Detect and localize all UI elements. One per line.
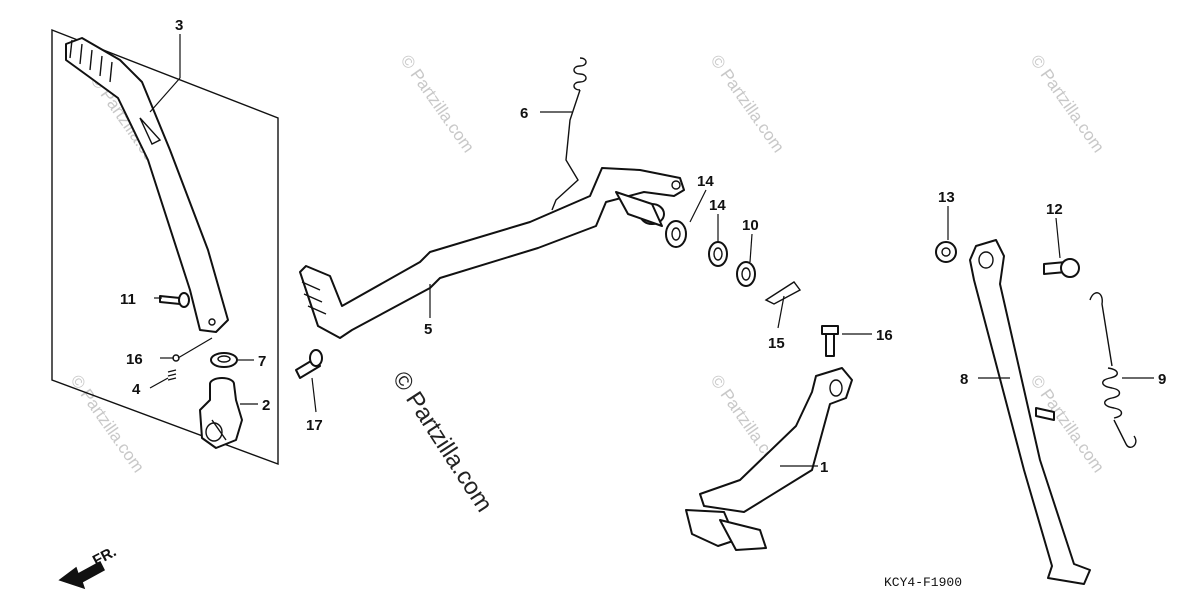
collar <box>210 352 238 368</box>
seal <box>736 261 756 287</box>
watermark: © Partzilla.com <box>397 51 478 156</box>
side-stand-spring <box>1089 292 1137 448</box>
watermark: © Partzilla.com <box>1027 51 1108 156</box>
kick-starter-boss <box>199 377 243 449</box>
front-direction-arrow-icon: FR. <box>58 543 119 590</box>
washer <box>665 220 687 248</box>
brake-return-spring <box>551 57 587 211</box>
callout-11: 11 <box>120 291 136 308</box>
callout-10: 10 <box>742 217 759 234</box>
callout-13: 13 <box>938 189 955 206</box>
diagram-code: KCY4-F1900 <box>884 575 962 590</box>
callout-18: 17 <box>306 417 323 434</box>
callout-16: 16 <box>876 327 893 344</box>
main-watermark: © Partzilla.com <box>387 367 498 517</box>
flange-bolt <box>821 325 839 357</box>
callout-9: 9 <box>1158 371 1166 388</box>
side-stand-pivot-bolt <box>1043 258 1080 278</box>
callout-14b: 14 <box>709 197 726 214</box>
kick-starter-group-box <box>51 28 279 466</box>
callout-17: 16 <box>126 351 143 368</box>
callout-15: 15 <box>768 335 785 352</box>
callout-7: 7 <box>258 353 266 370</box>
watermark: © Partzilla.com <box>707 51 788 156</box>
callout-2: 2 <box>262 397 270 414</box>
callout-6: 6 <box>520 105 528 122</box>
side-stand-nut <box>935 241 957 263</box>
callout-labels: 3 6 5 11 16 4 7 2 17 14 14 10 15 16 1 13… <box>120 17 1166 476</box>
callout-8: 8 <box>960 371 968 388</box>
callout-1: 1 <box>820 459 828 476</box>
cotter-pin <box>764 281 802 305</box>
brake-pedal <box>299 167 685 339</box>
pedal-pivot-bolt <box>295 349 323 379</box>
kick-starter-arm <box>65 37 229 333</box>
callout-5: 5 <box>424 321 432 338</box>
leader-lines <box>149 34 1154 467</box>
callout-14a: 14 <box>697 173 714 190</box>
kick-arm-bolt <box>159 292 190 308</box>
side-stand <box>969 239 1091 585</box>
gearshift-pedal <box>685 367 853 551</box>
callout-12: 12 <box>1046 201 1063 218</box>
small-spring <box>167 369 177 381</box>
callout-4: 4 <box>132 381 141 398</box>
callout-3: 3 <box>175 17 183 34</box>
washer <box>708 241 728 267</box>
